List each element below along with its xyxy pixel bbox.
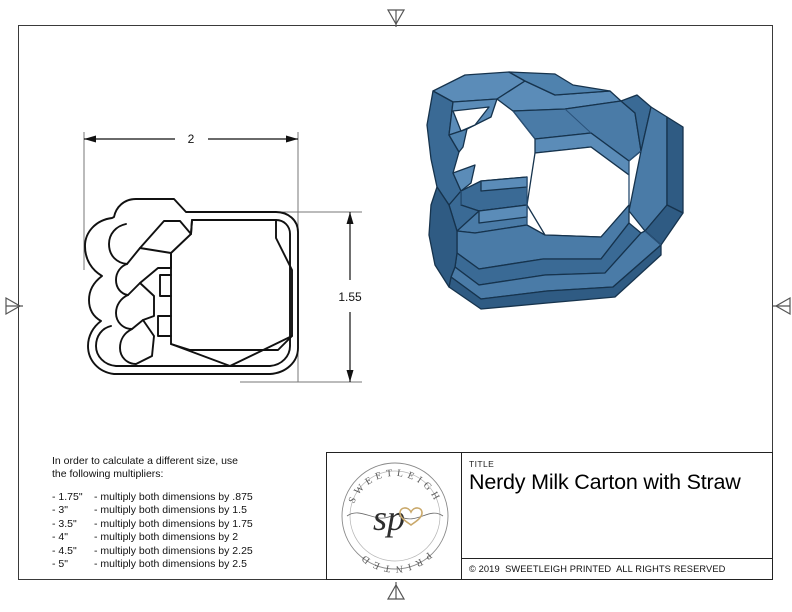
sweetleigh-printed-circular-logo-icon: SWEETLEIGH PRINTED sp [341,462,449,575]
model-3d-view [405,55,705,315]
note-item: - 3" - multiply both dimensions by 1.5 [52,504,317,517]
milk-carton-cookie-cutter-3d-icon [426,71,684,310]
note-text: - multiply both dimensions by 2 [94,531,239,544]
drawing-title: Nerdy Milk Carton with Straw [469,470,741,494]
note-size: - 1.75" [52,490,83,503]
note-size: - 5" [52,558,68,571]
title-field-label: TITLE [469,459,495,469]
brand-logo: SWEETLEIGH PRINTED sp [327,453,462,579]
logo-heart-accent-icon [399,507,423,526]
copyright-notice: © 2019 SWEETLEIGH PRINTED ALL RIGHTS RES… [469,564,726,574]
center-mark-down-triangle-icon [383,6,409,28]
note-text: - multiply both dimensions by .875 [94,490,253,503]
note-text: - multiply both dimensions by 1.5 [94,504,247,517]
center-mark-up-triangle-icon [383,581,409,603]
logo-monogram: sp [373,498,405,538]
note-size: - 3" [52,504,68,517]
dimension-width-label: 2 [188,132,195,146]
note-item: - 4" - multiply both dimensions by 2 [52,531,317,544]
note-text: - multiply both dimensions by 2.5 [94,558,247,571]
note-size: - 4" [52,531,68,544]
note-text: - multiply both dimensions by 1.75 [94,517,253,530]
center-mark-right-triangle-icon [2,293,24,319]
note-item: - 1.75" - multiply both dimensions by .8… [52,491,317,504]
note-text: - multiply both dimensions by 2.25 [94,544,253,557]
milk-carton-outline-icon [84,198,299,375]
note-item: - 5" - multiply both dimensions by 2.5 [52,558,317,571]
note-item: - 3.5" - multiply both dimensions by 1.7… [52,518,317,531]
notes-intro-line-1: In order to calculate a different size, … [52,455,238,467]
title-cell: TITLE Nerdy Milk Carton with Straw © 201… [462,453,772,579]
dimension-height [346,212,354,382]
scaling-notes: In order to calculate a different size, … [52,455,317,572]
dimension-width [84,135,298,143]
title-main: TITLE Nerdy Milk Carton with Straw [462,453,772,559]
notes-intro: In order to calculate a different size, … [52,455,317,482]
logo-bottom-arc-text: PRINTED [356,550,433,575]
note-item: - 4.5" - multiply both dimensions by 2.2… [52,545,317,558]
title-block: SWEETLEIGH PRINTED sp TITLE Nerdy Milk C… [326,452,773,580]
notes-intro-line-2: the following multipliers: [52,468,164,481]
outline-drawing-view: 2 1.55 [40,120,380,405]
note-size: - 4.5" [52,544,77,557]
dimension-height-label: 1.55 [338,290,362,304]
note-size: - 3.5" [52,517,77,530]
center-mark-left-triangle-icon [772,293,792,319]
